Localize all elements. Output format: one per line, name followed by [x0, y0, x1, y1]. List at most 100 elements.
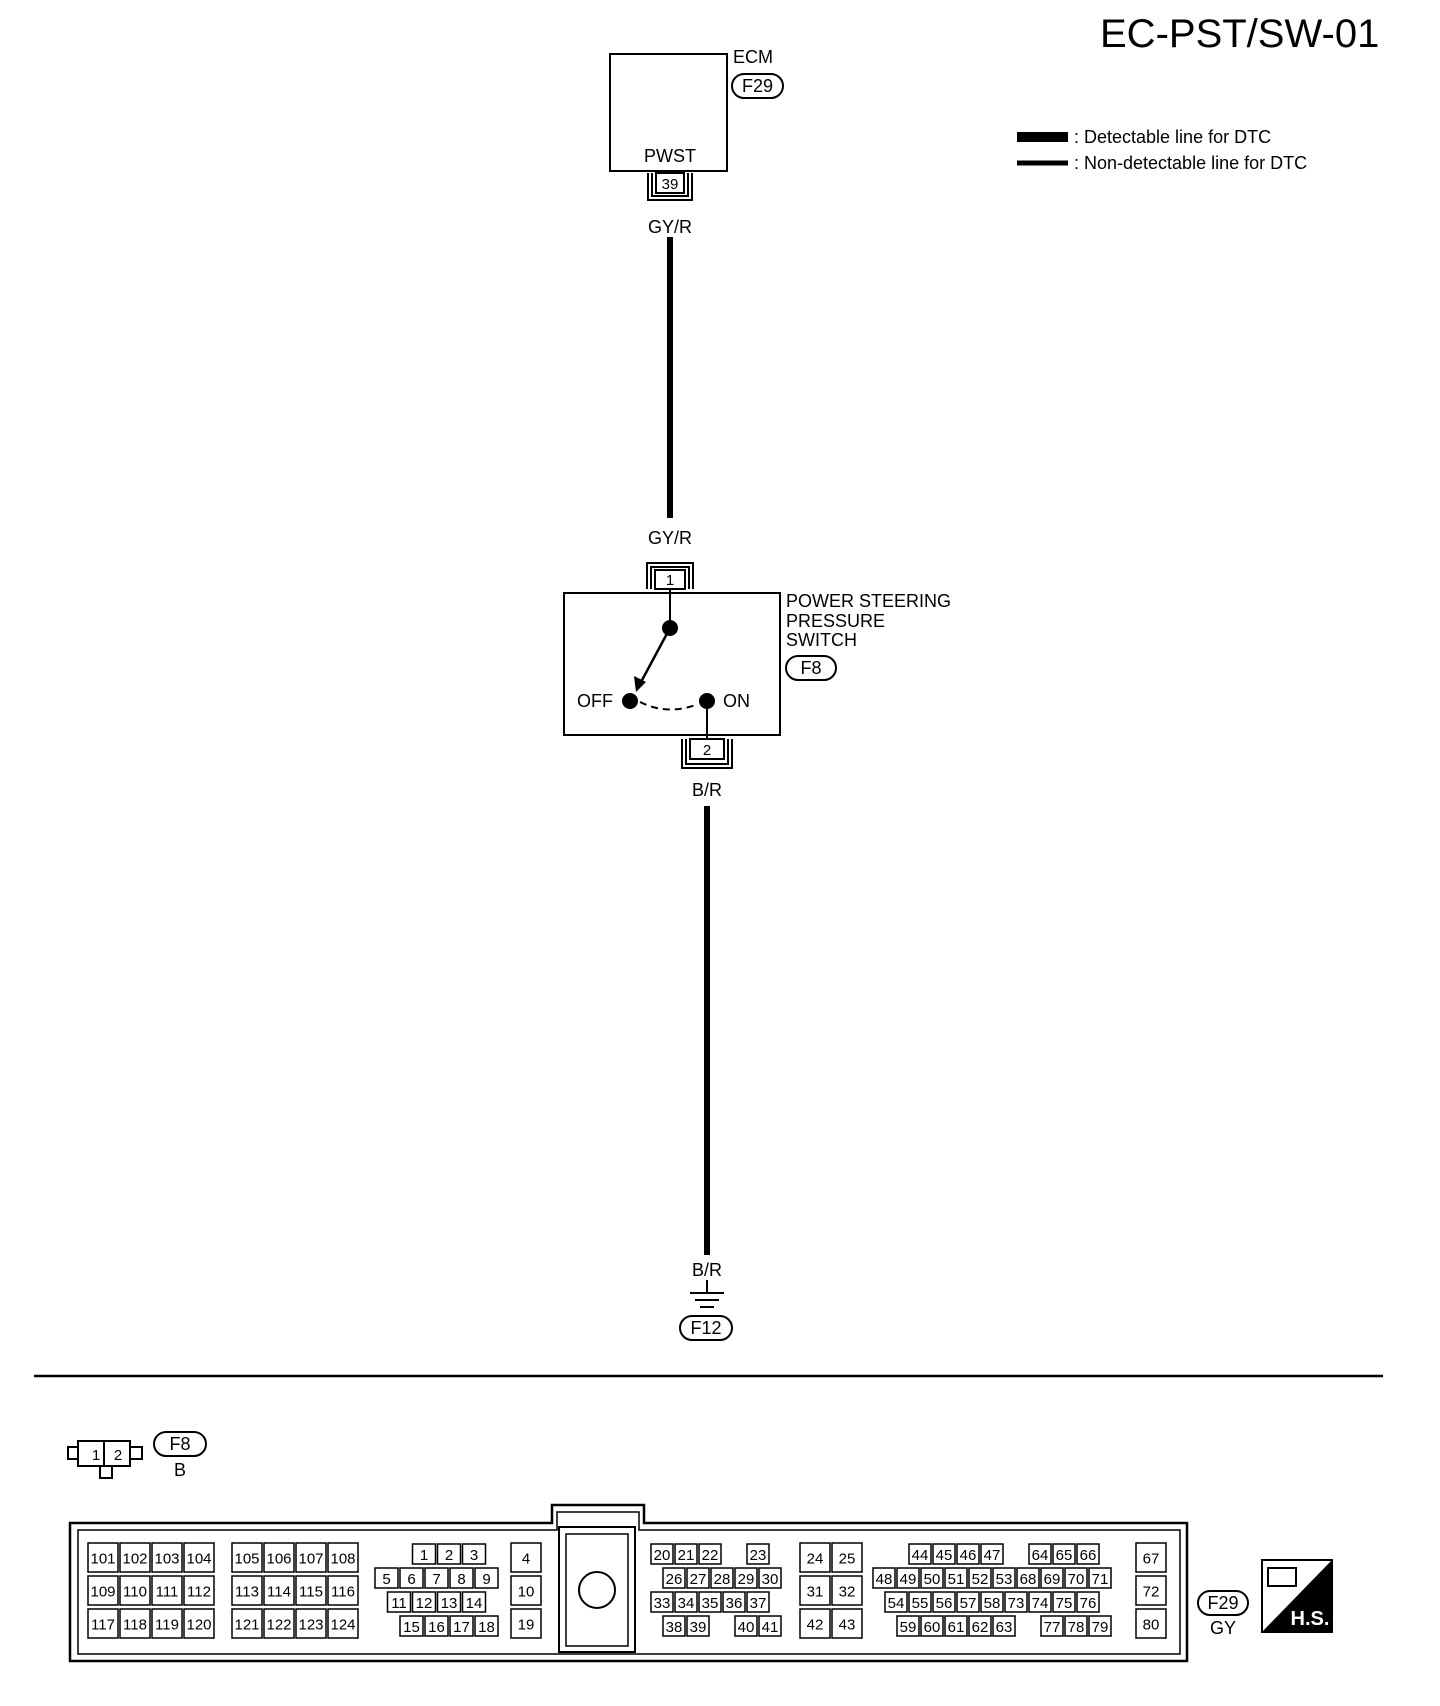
- connector-f8-view: 1 2 F8 B: [67, 1431, 207, 1480]
- f29-pin-32: 32: [839, 1584, 856, 1601]
- switch-connector-oval: [785, 655, 837, 681]
- f29-pin-113: 113: [235, 1584, 259, 1601]
- f29-cavity-57: [956, 1591, 980, 1613]
- f29-cavity-26: [662, 1567, 686, 1589]
- f29-cavity-28: [710, 1567, 734, 1589]
- f29-connector-oval: [1197, 1590, 1249, 1616]
- f29-cavity-13: [436, 1591, 462, 1613]
- f29-pin-110: 110: [123, 1584, 147, 1601]
- f29-color-code: GY: [1210, 1618, 1236, 1638]
- switch-pin1-number: 1: [666, 572, 674, 589]
- f29-pin-26: 26: [666, 1571, 683, 1588]
- ecm-connector-oval: [731, 73, 784, 99]
- f29-cavity-71: [1088, 1567, 1112, 1589]
- f29-cavity-42: [799, 1608, 831, 1639]
- f29-pin-39: 39: [690, 1619, 707, 1636]
- wire-color-bottom-lower: B/R: [692, 1260, 722, 1280]
- f29-pin-118: 118: [123, 1617, 147, 1634]
- f29-pin-75: 75: [1056, 1595, 1073, 1612]
- f29-pin-63: 63: [996, 1619, 1013, 1636]
- f29-pin-12: 12: [416, 1595, 433, 1612]
- f29-cavity-53: [992, 1567, 1016, 1589]
- f29-pin-111: 111: [156, 1584, 179, 1601]
- f29-pin-11: 11: [391, 1595, 407, 1612]
- f29-pin-8: 8: [457, 1571, 465, 1588]
- f29-pin-10: 10: [518, 1584, 535, 1601]
- f29-pin-25: 25: [839, 1551, 856, 1568]
- f29-locating-hole: [578, 1571, 616, 1609]
- f29-pin-21: 21: [678, 1547, 695, 1564]
- f29-pin-116: 116: [331, 1584, 355, 1601]
- f29-cavity-9: [474, 1567, 499, 1589]
- f29-cavity-104: [183, 1542, 215, 1573]
- f29-cavity-124: [327, 1608, 359, 1639]
- f29-pin-16: 16: [428, 1619, 445, 1636]
- switch-on-label: ON: [723, 691, 750, 711]
- f29-pin-59: 59: [900, 1619, 917, 1636]
- f29-cavity-10: [510, 1575, 542, 1606]
- f29-cavity-40: [734, 1615, 758, 1637]
- f29-cavity-70: [1064, 1567, 1088, 1589]
- f29-cavity-112: [183, 1575, 215, 1606]
- f29-cavity-54: [884, 1591, 908, 1613]
- f29-pin-106: 106: [266, 1551, 291, 1568]
- f29-pin-36: 36: [726, 1595, 743, 1612]
- f29-pin-108: 108: [330, 1551, 355, 1568]
- f29-pin-52: 52: [972, 1571, 989, 1588]
- f29-pin-77: 77: [1044, 1619, 1061, 1636]
- f29-cavity-55: [908, 1591, 932, 1613]
- f29-cavity-68: [1016, 1567, 1040, 1589]
- f29-cavity-61: [944, 1615, 968, 1637]
- f8-pin-2: 2: [114, 1447, 122, 1464]
- f29-pin-69: 69: [1044, 1571, 1061, 1588]
- f29-cavity-108: [327, 1542, 359, 1573]
- f29-cavity-46: [956, 1543, 980, 1565]
- f29-pin-18: 18: [478, 1619, 495, 1636]
- f29-cavity-118: [119, 1608, 151, 1639]
- hs-label: H.S.: [1291, 1608, 1330, 1630]
- f29-cavity-38: [662, 1615, 686, 1637]
- f29-connector-label: F29: [1207, 1593, 1238, 1613]
- f8-right-tab: [129, 1446, 143, 1460]
- f29-pin-33: 33: [654, 1595, 671, 1612]
- f29-cavity-51: [944, 1567, 968, 1589]
- f29-cavity-34: [674, 1591, 698, 1613]
- f29-pin-71: 71: [1092, 1571, 1109, 1588]
- f29-pin-72: 72: [1143, 1584, 1160, 1601]
- switch-off-label: OFF: [577, 691, 613, 711]
- f29-cavity-27: [686, 1567, 710, 1589]
- f29-pin-122: 122: [266, 1617, 291, 1634]
- f29-cavity-36: [722, 1591, 746, 1613]
- f29-cavity-43: [831, 1608, 863, 1639]
- f29-outer-housing: [68, 1503, 1189, 1663]
- f29-pin-2: 2: [445, 1547, 453, 1564]
- f29-cavity-76: [1076, 1591, 1100, 1613]
- switch-box: [563, 592, 781, 736]
- f29-cavity-8: [449, 1567, 474, 1589]
- f29-pin-34: 34: [678, 1595, 695, 1612]
- switch-pin1-bracket: [646, 562, 694, 589]
- legend-detectable-text: : Detectable line for DTC: [1074, 127, 1271, 147]
- f29-cavity-119: [151, 1608, 183, 1639]
- f29-cavity-19: [510, 1608, 542, 1639]
- f29-pin-74: 74: [1032, 1595, 1049, 1612]
- f29-cavity-31: [799, 1575, 831, 1606]
- ground-symbol: F12: [679, 1280, 733, 1341]
- f29-pin-123: 123: [298, 1617, 323, 1634]
- f29-cavity-3: [461, 1543, 487, 1565]
- f29-cavity-37: [746, 1591, 770, 1613]
- f29-pin-51: 51: [948, 1571, 965, 1588]
- f29-pin-60: 60: [924, 1619, 941, 1636]
- f29-pin-29: 29: [738, 1571, 755, 1588]
- f29-pin-19: 19: [518, 1617, 535, 1634]
- f29-pin-15: 15: [403, 1619, 420, 1636]
- f29-cavity-5: [374, 1567, 399, 1589]
- f29-pin-109: 109: [90, 1584, 115, 1601]
- f29-pin-102: 102: [122, 1551, 147, 1568]
- f29-cavity-111: [151, 1575, 183, 1606]
- f29-cavity-66: [1076, 1543, 1100, 1565]
- switch-on-contact: [699, 693, 715, 709]
